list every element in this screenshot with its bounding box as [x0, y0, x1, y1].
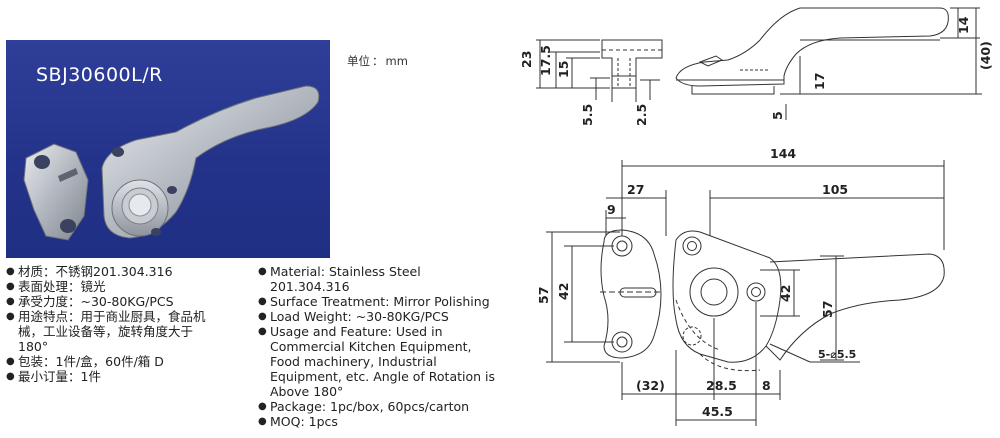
spec-row-load-en: ●Load Weight: ~30-80KG/PCS	[258, 309, 508, 324]
bullet-icon: ●	[6, 371, 15, 382]
spec-row-package-cn: ●包装：1件/盒，60件/箱 D	[6, 354, 251, 369]
dim-17: 17	[812, 73, 827, 90]
spec-text: 材质：不锈钢201.304.316	[18, 264, 173, 279]
handle-part	[101, 85, 320, 239]
spec-text: Surface Treatment: Mirror Polishing	[270, 294, 490, 309]
dim-2-5: 2.5	[634, 104, 649, 126]
dim-57-left: 57	[536, 287, 551, 304]
technical-drawing: 23 17.5 15 5.5 2.5 14 (40) 17 5 14	[519, 7, 993, 426]
product-photo-panel: SBJ30600L/R	[6, 40, 330, 258]
spec-text: Usage and Feature: Used in Commercial Ki…	[270, 324, 496, 399]
spec-row-usage-cn: ●用途特点：用于商业厨具，食品机 械，工业设备等，旋转角度大于 180°	[6, 309, 251, 354]
spec-text: 表面处理：镜光	[18, 279, 106, 294]
unit-label-key: 单位	[347, 54, 370, 68]
spec-row-material-en: ●Material: Stainless Steel 201.304.316	[258, 264, 508, 294]
dim-14: 14	[956, 16, 971, 34]
dim-23: 23	[519, 51, 534, 68]
product-photo	[23, 85, 320, 241]
top-view: 144 105 27 9 57 42 42 57	[536, 146, 945, 426]
spec-row-moq-cn: ●最小订量：1件	[6, 369, 251, 384]
spec-text: 包装：1件/盒，60件/箱 D	[18, 354, 164, 369]
spec-row-load-cn: ●承受力度：~30-80KG/PCS	[6, 294, 251, 309]
bullet-icon: ●	[258, 266, 267, 277]
spec-text: Package: 1pc/box, 60pcs/carton	[270, 399, 470, 414]
bullet-icon: ●	[258, 311, 267, 322]
bullet-icon: ●	[6, 266, 15, 277]
specs-chinese: ●材质：不锈钢201.304.316 ●表面处理：镜光 ●承受力度：~30-80…	[6, 264, 251, 384]
dim-5-5: 5.5	[580, 104, 595, 126]
dim-15: 15	[556, 61, 571, 78]
keeper-side-view: 23 17.5 15 5.5 2.5	[519, 39, 663, 126]
bullet-icon: ●	[6, 311, 15, 322]
spec-row-surface-cn: ●表面处理：镜光	[6, 279, 251, 294]
bullet-icon: ●	[6, 356, 15, 367]
keeper-part	[23, 143, 89, 241]
bullet-icon: ●	[258, 326, 267, 337]
unit-label-value: mm	[385, 54, 408, 68]
bullet-icon: ●	[6, 281, 15, 292]
unit-separator: ：	[372, 54, 384, 68]
dim-27: 27	[627, 182, 644, 197]
dim-17-5: 17.5	[538, 45, 553, 76]
dim-8: 8	[762, 378, 771, 393]
dim-45-5: 45.5	[702, 404, 733, 419]
spec-text: Load Weight: ~30-80KG/PCS	[270, 309, 449, 324]
spec-text: 承受力度：~30-80KG/PCS	[18, 294, 174, 309]
spec-text: 用途特点：用于商业厨具，食品机 械，工业设备等，旋转角度大于 180°	[18, 309, 206, 354]
handle-side-view: 14 (40) 17 5	[675, 7, 993, 120]
spec-text: Material: Stainless Steel 201.304.316	[270, 264, 421, 294]
hole-callout: 5-⌀5.5	[818, 348, 856, 361]
dim-105: 105	[822, 182, 848, 197]
spec-row-package-en: ●Package: 1pc/box, 60pcs/carton	[258, 399, 508, 414]
unit-label: 单位：mm	[347, 53, 408, 69]
spec-row-usage-en: ●Usage and Feature: Used in Commercial K…	[258, 324, 508, 399]
dim-42-right: 42	[778, 285, 793, 302]
dim-144: 144	[770, 146, 796, 161]
dim-42-left: 42	[556, 283, 571, 300]
spec-row-material-cn: ●材质：不锈钢201.304.316	[6, 264, 251, 279]
spec-text: 最小订量：1件	[18, 369, 101, 384]
bullet-icon: ●	[258, 296, 267, 307]
model-number: SBJ30600L/R	[36, 64, 163, 86]
dim-9: 9	[607, 202, 616, 217]
dim-32: (32)	[636, 378, 665, 393]
dim-28-5: 28.5	[706, 378, 737, 393]
spec-text: MOQ: 1pcs	[270, 414, 338, 429]
spec-row-surface-en: ●Surface Treatment: Mirror Polishing	[258, 294, 508, 309]
bullet-icon: ●	[6, 296, 15, 307]
dim-57-right: 57	[820, 301, 835, 318]
spec-row-moq-en: ●MOQ: 1pcs	[258, 414, 508, 429]
specs-english: ●Material: Stainless Steel 201.304.316 ●…	[258, 264, 508, 429]
bullet-icon: ●	[258, 416, 267, 427]
dim-40: (40)	[978, 41, 993, 70]
dim-5: 5	[770, 111, 785, 120]
bullet-icon: ●	[258, 401, 267, 412]
